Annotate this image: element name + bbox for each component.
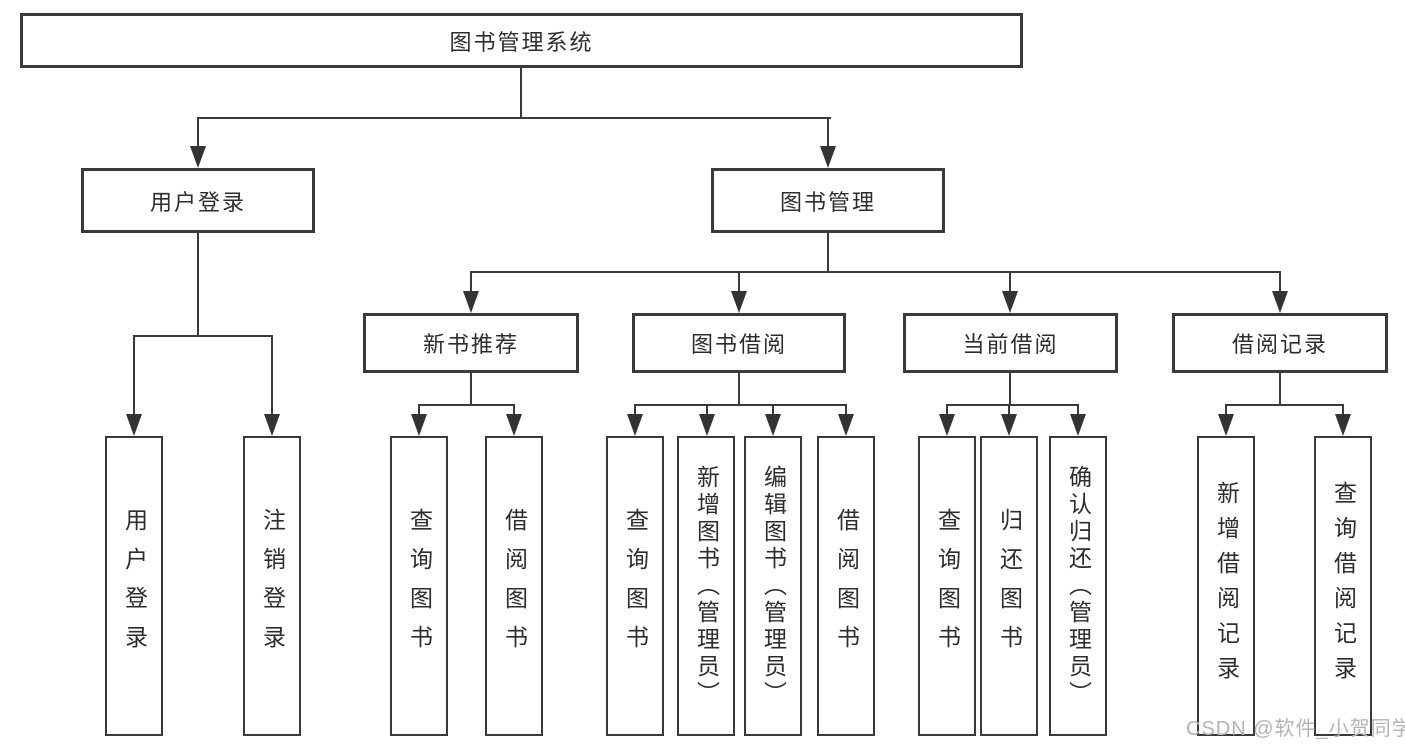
connector-line: [133, 335, 273, 337]
arrow-down-icon: [264, 414, 280, 436]
arrow-down-icon: [1335, 414, 1351, 436]
connector-line: [827, 117, 829, 148]
connector-line: [946, 404, 1079, 406]
leaf-label: 新增图书（管理员）: [693, 464, 720, 708]
csdn-watermark: CSDN @软件_小贺同学: [1186, 718, 1405, 740]
leaf-query-borrow-record: 查询借阅记录: [1314, 436, 1372, 736]
arrow-down-icon: [731, 291, 747, 313]
connector-line: [634, 404, 847, 406]
leaf-user-login: 用户登录: [105, 436, 163, 736]
arrow-down-icon: [411, 414, 427, 436]
arrow-down-icon: [820, 146, 836, 168]
arrow-down-icon: [1070, 414, 1086, 436]
arrow-down-icon: [1002, 291, 1018, 313]
leaf-add-borrow-record: 新增借阅记录: [1197, 436, 1255, 736]
connector-line: [197, 233, 199, 337]
connector-line: [1008, 404, 1010, 416]
node-user-login: 用户登录: [81, 168, 315, 233]
arrow-down-icon: [939, 414, 955, 436]
leaf-label: 查询图书: [622, 508, 649, 664]
arrow-down-icon: [699, 414, 715, 436]
connector-line: [827, 233, 829, 273]
connector-line: [520, 68, 522, 118]
connector-line: [1009, 271, 1011, 293]
leaf-confirm-return-admin: 确认归还（管理员）: [1049, 436, 1107, 736]
connector-line: [1279, 271, 1281, 293]
connector-line: [513, 404, 515, 416]
connector-line: [1009, 373, 1011, 406]
arrow-down-icon: [506, 414, 522, 436]
leaf-label: 用户登录: [121, 508, 148, 664]
leaf-label: 借阅图书: [501, 508, 528, 664]
node-borrowing-records: 借阅记录: [1172, 313, 1388, 373]
connector-line: [845, 404, 847, 416]
arrow-down-icon: [1218, 414, 1234, 436]
leaf-query-books-current: 查询图书: [918, 436, 976, 736]
connector-line: [470, 271, 472, 293]
leaf-query-books-borrow: 查询图书: [606, 436, 664, 736]
leaf-label: 查询图书: [934, 508, 961, 664]
leaf-label: 查询借阅记录: [1330, 481, 1357, 691]
connector-line: [706, 404, 708, 416]
arrow-down-icon: [765, 414, 781, 436]
node-current-borrowing: 当前借阅: [903, 313, 1118, 373]
arrow-down-icon: [463, 291, 479, 313]
leaf-label: 确认归还（管理员）: [1065, 464, 1092, 708]
connector-line: [271, 335, 273, 416]
leaf-borrow-books-recommend: 借阅图书: [485, 436, 543, 736]
connector-line: [738, 271, 740, 293]
arrow-down-icon: [1001, 414, 1017, 436]
arrow-down-icon: [627, 414, 643, 436]
leaf-label: 查询图书: [406, 508, 433, 664]
leaf-borrow-books-borrow: 借阅图书: [817, 436, 875, 736]
arrow-down-icon: [126, 414, 142, 436]
connector-line: [772, 404, 774, 416]
connector-line: [1279, 373, 1281, 406]
leaf-add-books-admin: 新增图书（管理员）: [677, 436, 735, 736]
connector-line: [133, 335, 135, 416]
node-book-management: 图书管理: [711, 168, 945, 233]
connector-line: [1225, 404, 1227, 416]
connector-line: [946, 404, 948, 416]
arrow-down-icon: [190, 146, 206, 168]
leaf-label: 借阅图书: [833, 508, 860, 664]
arrow-down-icon: [1272, 291, 1288, 313]
leaf-return-books: 归还图书: [980, 436, 1038, 736]
leaf-label: 新增借阅记录: [1213, 481, 1240, 691]
connector-line: [738, 373, 740, 406]
connector-line: [1342, 404, 1344, 416]
connector-line: [197, 117, 199, 148]
connector-line: [418, 404, 515, 406]
connector-line: [1225, 404, 1344, 406]
connector-line: [470, 373, 472, 406]
leaf-label: 注销登录: [259, 508, 286, 664]
connector-line: [634, 404, 636, 416]
leaf-label: 编辑图书（管理员）: [760, 464, 787, 708]
connector-line: [470, 271, 1281, 273]
leaf-query-books-recommend: 查询图书: [390, 436, 448, 736]
leaf-edit-books-admin: 编辑图书（管理员）: [744, 436, 802, 736]
leaf-label: 归还图书: [996, 508, 1023, 664]
connector-line: [197, 117, 831, 119]
node-book-borrowing: 图书借阅: [632, 313, 846, 373]
leaf-logout: 注销登录: [243, 436, 301, 736]
connector-line: [418, 404, 420, 416]
connector-line: [1077, 404, 1079, 416]
node-new-book-recommend: 新书推荐: [363, 313, 579, 373]
node-library-management-system: 图书管理系统: [20, 13, 1023, 68]
arrow-down-icon: [838, 414, 854, 436]
